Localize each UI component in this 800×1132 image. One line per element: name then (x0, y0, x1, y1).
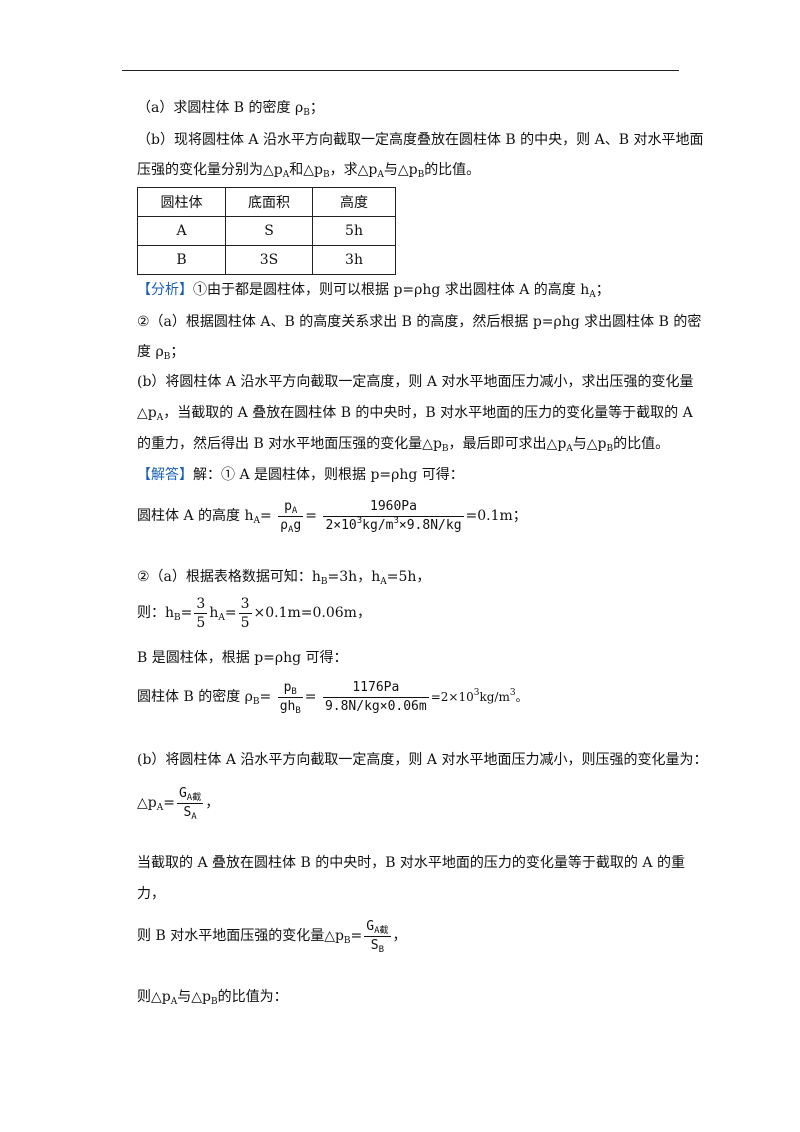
analysis-line6: 的重力，然后得出 B 对水平地面压强的变化量△pB，最后即可求出△pA与△pB的… (137, 436, 670, 454)
table-cell: 5h (312, 216, 396, 246)
table-header-cell: 底面积 (225, 187, 313, 217)
table-cell: A (137, 216, 226, 246)
answer-line5: 当截取的 A 叠放在圆柱体 B 的中央时，B 对水平地面的压力的变化量等于截取的… (137, 855, 685, 871)
table-header-row: 圆柱体 底面积 高度 (137, 187, 396, 217)
answer-line6: 力， (137, 886, 165, 902)
analysis-line1: 【分析】①由于都是圆柱体，则可以根据 p=ρhg 求出圆柱体 A 的高度 hA； (137, 282, 610, 300)
answer-line1: 【解答】解：① A 是圆柱体，则根据 p=ρhg 可得： (137, 467, 464, 483)
table-row: B 3S 3h (137, 245, 396, 275)
analysis-line3: 度 ρB； (137, 344, 185, 362)
cylinder-table: 圆柱体 底面积 高度 A S 5h B 3S 3h (137, 187, 396, 275)
table-cell: B (137, 245, 226, 275)
question-b-line1: （b）现将圆柱体 A 沿水平方向截取一定高度叠放在圆柱体 B 的中央，则 A、B… (137, 132, 704, 148)
table-header-cell: 高度 (312, 187, 396, 217)
answer-line2: ②（a）根据表格数据可知：hB=3h，hA=5h， (137, 569, 431, 587)
question-a: （a）求圆柱体 B 的密度 ρB； (137, 100, 324, 118)
analysis-line2: ②（a）根据圆柱体 A、B 的高度关系求出 B 的高度，然后根据 p=ρhg 求… (137, 314, 702, 330)
analysis-line4: (b）将圆柱体 A 沿水平方向截取一定高度，则 A 对水平地面压力减小，求出压强… (137, 374, 694, 390)
answer-line3: B 是圆柱体，根据 p=ρhg 可得： (137, 650, 348, 666)
table-cell: 3h (312, 245, 396, 275)
table-header-cell: 圆柱体 (137, 187, 226, 217)
table-row: A S 5h (137, 216, 396, 246)
analysis-line5: △pA，当截取的 A 叠放在圆柱体 B 的中央时，B 对水平地面的压力的变化量等… (137, 405, 693, 423)
header-rule (122, 70, 679, 71)
answer-line7: 则△pA与△pB的比值为： (137, 989, 288, 1007)
question-b-line2: 压强的变化量分别为△pA和△pB，求△pA与△pB的比值。 (137, 162, 481, 180)
table-cell: S (225, 216, 313, 246)
table-cell: 3S (225, 245, 313, 275)
analysis-tag: 【分析】 (137, 282, 193, 298)
answer-tag: 【解答】 (137, 467, 193, 483)
answer-line4: (b）将圆柱体 A 沿水平方向截取一定高度，则 A 对水平地面压力减小，则压强的… (137, 752, 708, 768)
